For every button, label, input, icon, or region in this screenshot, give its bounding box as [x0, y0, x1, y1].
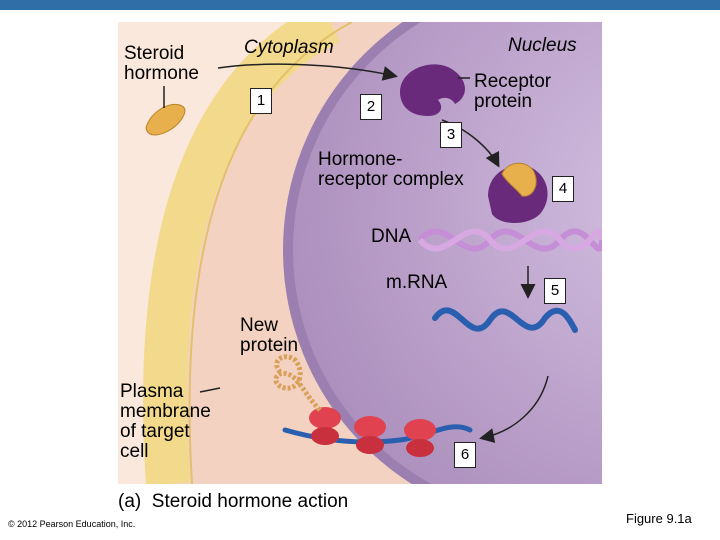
receptor-protein-label: Receptor protein [474, 71, 552, 112]
nuclear-envelope [283, 22, 432, 484]
mrna-label: m.RNA [386, 272, 448, 293]
figure-number: Figure 9.1a [626, 511, 692, 526]
cytoplasm-label: Cytoplasm [244, 37, 334, 58]
nucleus [288, 22, 602, 484]
steroid-hormone-label: Steroid hormone [124, 43, 199, 84]
step-marker-4: 4 [552, 176, 574, 202]
membrane-pointer [199, 387, 221, 393]
new-protein-chain [273, 354, 322, 412]
step-marker-3: 3 [440, 122, 462, 148]
nucleus-label: Nucleus [508, 35, 577, 56]
figure-caption: (a) Steroid hormone action [118, 491, 349, 512]
bound-hormone [501, 162, 537, 197]
step-marker-2: 2 [360, 94, 382, 120]
membrane-inner-edge [188, 22, 353, 484]
plasma-membrane [143, 22, 341, 484]
ribosome [404, 419, 436, 457]
dna-strand-b [417, 228, 602, 252]
new-protein-label: New protein [240, 315, 299, 356]
step-marker-1: 1 [250, 88, 272, 114]
mrna-strand-nucleus [432, 307, 578, 333]
receptor-protein [400, 64, 466, 116]
step-marker-5: 5 [544, 278, 566, 304]
ribosome [354, 416, 386, 454]
extracellular-space [118, 22, 330, 484]
arrow-hormone-entry [217, 63, 398, 81]
arrow-translation [479, 375, 549, 443]
copyright-notice: © 2012 Pearson Education, Inc. [8, 519, 136, 529]
step-marker-6: 6 [454, 442, 476, 468]
hormone-receptor-complex-label: Hormone- receptor complex [318, 149, 464, 190]
steroid-hormone-molecule [145, 104, 186, 136]
header-bar [0, 0, 720, 10]
plasma-membrane-label: Plasma membrane of target cell [120, 381, 211, 462]
dna-label: DNA [371, 226, 412, 247]
ribosome [309, 407, 341, 445]
